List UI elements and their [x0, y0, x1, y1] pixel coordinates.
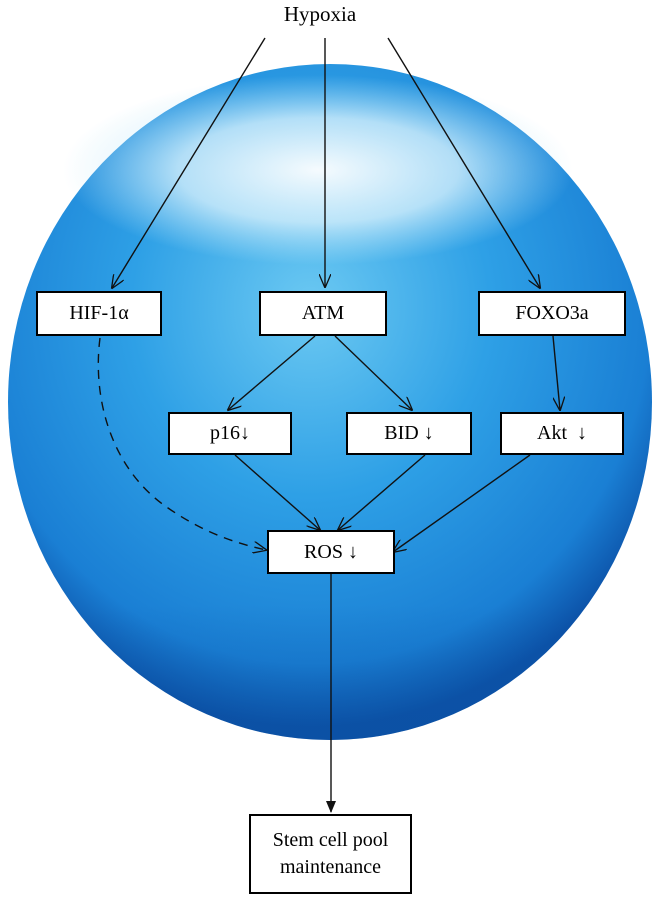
node-akt-label: Akt ↓ — [537, 422, 587, 444]
arrow-akt-ros — [393, 454, 531, 552]
node-atm: ATM — [259, 291, 387, 336]
arrow-hif1a-ros-dashed — [97, 337, 266, 550]
node-foxo3a: FOXO3a — [478, 291, 626, 336]
node-p16-label: p16↓ — [210, 422, 250, 444]
arrow-atm-bid — [334, 335, 412, 410]
node-hif1a: HIF-1α — [36, 291, 162, 336]
arrow-hypoxia-hif1a — [112, 37, 266, 288]
node-atm-label: ATM — [301, 302, 345, 324]
arrow-foxo3a-akt — [552, 335, 560, 410]
node-ros: ROS ↓ — [267, 530, 395, 574]
node-p16: p16↓ — [168, 412, 292, 455]
node-foxo3a-label: FOXO3a — [515, 302, 589, 324]
arrow-bid-ros — [338, 454, 426, 530]
node-ros-label: ROS ↓ — [304, 540, 358, 563]
node-bid: BID ↓ — [346, 412, 472, 455]
arrow-p16-ros — [234, 454, 320, 530]
node-stem-line1: Stem cell pool — [272, 829, 389, 851]
node-stem-cell-pool: Stem cell pool maintenance — [249, 814, 412, 894]
sphere-rim-shade — [8, 64, 652, 740]
node-akt: Akt ↓ — [500, 412, 624, 455]
node-stem-line2: maintenance — [279, 856, 382, 878]
node-hif1a-label: HIF-1α — [69, 302, 129, 324]
arrow-atm-p16 — [228, 335, 316, 410]
arrow-hypoxia-foxo3a — [387, 37, 540, 288]
hypoxia-label: Hypoxia — [283, 2, 357, 26]
node-bid-label: BID ↓ — [384, 422, 434, 444]
